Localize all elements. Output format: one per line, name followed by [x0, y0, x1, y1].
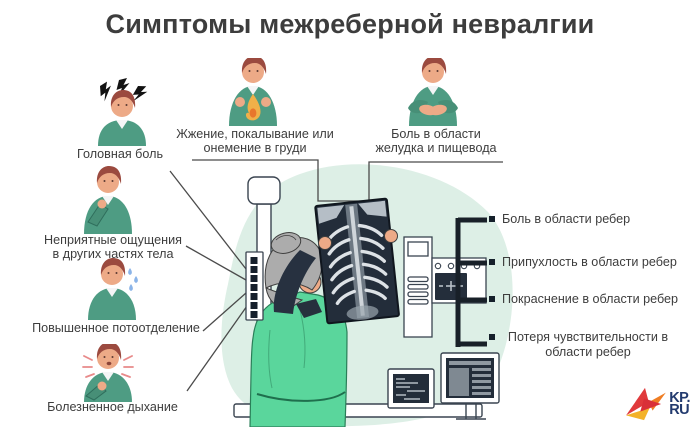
leader-lines: [169, 159, 503, 392]
control-panel: [245, 251, 264, 321]
list-item: Потеря чувствительности в области ребер: [489, 330, 689, 360]
large-monitor: [440, 352, 500, 420]
kp-logo-line2: RU: [669, 402, 690, 418]
list-item: Припухлость в области ребер: [489, 255, 699, 270]
right-bracket: [455, 217, 487, 347]
label-rib-redness: Покраснение в области ребер: [502, 292, 679, 306]
sweating-icon: [78, 258, 150, 320]
doctor-hands: [318, 229, 398, 250]
lightning-bolts: [100, 78, 148, 102]
square-bullet: [489, 334, 495, 340]
label-body-discomfort: Неприятные ощущения в других частях тела: [44, 233, 182, 261]
stomach-pain-icon: [394, 58, 472, 126]
label-sweating: Повышенное потоотделение: [32, 321, 200, 335]
label-headache: Головная боль: [76, 147, 164, 161]
chest-burning-icon: [214, 58, 292, 126]
label-rib-swelling: Припухлость в области ребер: [502, 255, 677, 269]
list-item: Покраснение в области ребер: [489, 292, 699, 307]
square-bullet: [489, 296, 495, 302]
square-bullet: [489, 216, 495, 222]
painful-breathing-icon: [72, 344, 144, 402]
label-rib-numbness: Потеря чувствительности в области ребер: [507, 330, 669, 359]
kp-bird-icon: [626, 387, 667, 421]
label-chest-burning: Жжение, покалывание или онемение в груди: [176, 127, 334, 155]
headache-icon: [86, 66, 158, 146]
xray-film: [314, 197, 400, 325]
page-title: Симптомы межреберной невралгии: [105, 9, 595, 39]
label-stomach-pain: Боль в области желудка и пищевода: [375, 127, 497, 155]
body-discomfort-icon: [70, 164, 142, 234]
kp-logo-line1: KP.: [669, 389, 690, 406]
sweat-drops: [128, 268, 138, 291]
label-rib-pain: Боль в области ребер: [502, 212, 631, 226]
list-item: Боль в области ребер: [489, 212, 689, 227]
small-monitor: [387, 368, 435, 409]
machine-tower: [403, 236, 433, 338]
label-painful-breathing: Болезненное дыхание: [47, 400, 178, 414]
kp-logo-text: KP. RU: [669, 389, 690, 418]
pain-rays: [82, 355, 134, 378]
square-bullet: [489, 259, 495, 265]
kp-ru-logo: KP. RU: [624, 386, 690, 422]
flame: [245, 94, 261, 121]
